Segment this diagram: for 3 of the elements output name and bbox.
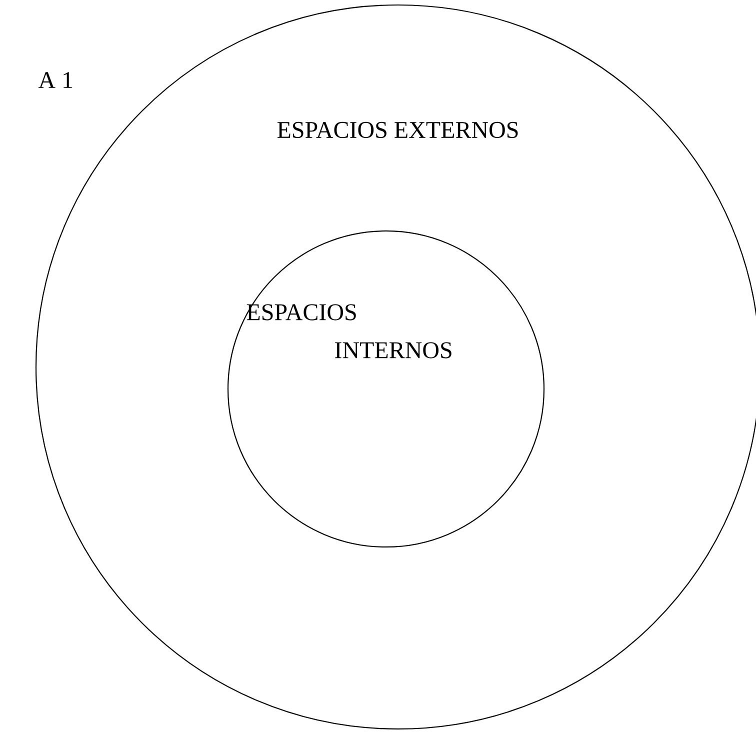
figure-label: A 1 bbox=[38, 72, 72, 88]
region-label: ESPACIOS EXTERNOS bbox=[277, 122, 518, 138]
region-label: ESPACIOS INTERNOS bbox=[246, 304, 452, 358]
